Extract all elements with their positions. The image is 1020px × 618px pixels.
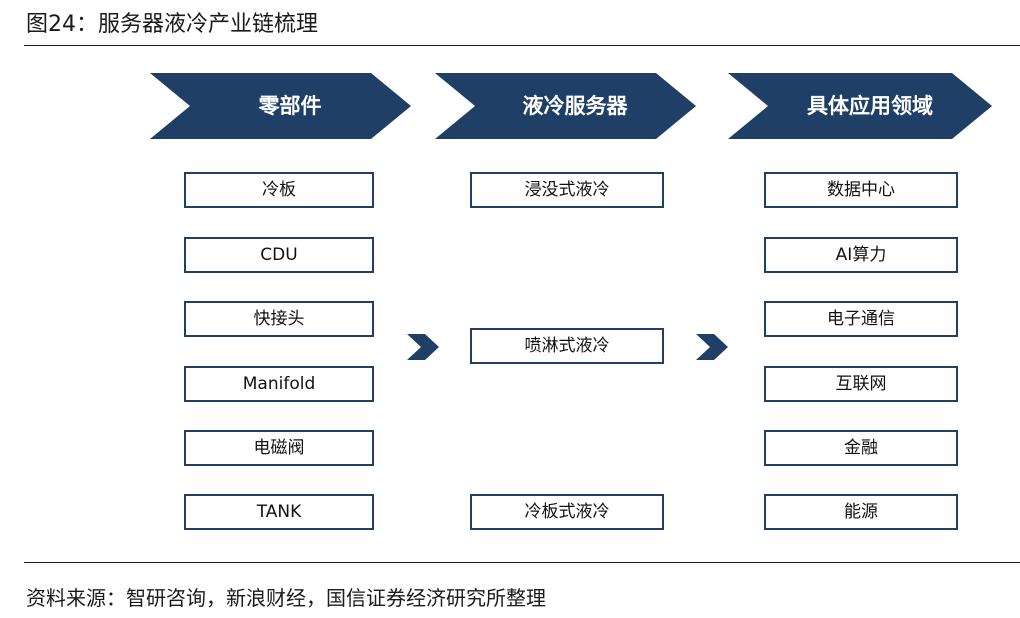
component-box: 冷板: [184, 172, 374, 208]
component-box: 快接头: [184, 301, 374, 337]
application-box: 能源: [764, 494, 958, 530]
application-box: 数据中心: [764, 172, 958, 208]
application-box: 互联网: [764, 366, 958, 402]
flow-arrow-icon-1: [407, 334, 439, 360]
header-chevron-3: [728, 73, 992, 139]
server-type-box: 喷淋式液冷: [470, 328, 664, 364]
header-chevron-1: [150, 73, 411, 139]
figure-title: 图24：服务器液冷产业链梳理: [26, 12, 318, 37]
header-chevron-2: [435, 73, 696, 139]
server-type-box: 浸没式液冷: [470, 172, 664, 208]
column-header-applications: 具体应用领域: [807, 94, 933, 118]
application-box: 金融: [764, 430, 958, 466]
flow-arrow-icon-2: [696, 334, 728, 360]
column-header-components: 零部件: [258, 94, 322, 118]
bottom-divider: [24, 562, 1020, 563]
source-note: 资料来源：智研咨询，新浪财经，国信证券经济研究所整理: [26, 586, 546, 610]
component-box: Manifold: [184, 366, 374, 402]
component-box: CDU: [184, 237, 374, 273]
application-box: 电子通信: [764, 301, 958, 337]
component-box: TANK: [184, 494, 374, 530]
top-divider: [24, 45, 1020, 46]
server-type-box: 冷板式液冷: [470, 494, 664, 530]
column-header-liquid-cooled-servers: 液冷服务器: [522, 94, 628, 118]
component-box: 电磁阀: [184, 430, 374, 466]
application-box: AI算力: [764, 237, 958, 273]
